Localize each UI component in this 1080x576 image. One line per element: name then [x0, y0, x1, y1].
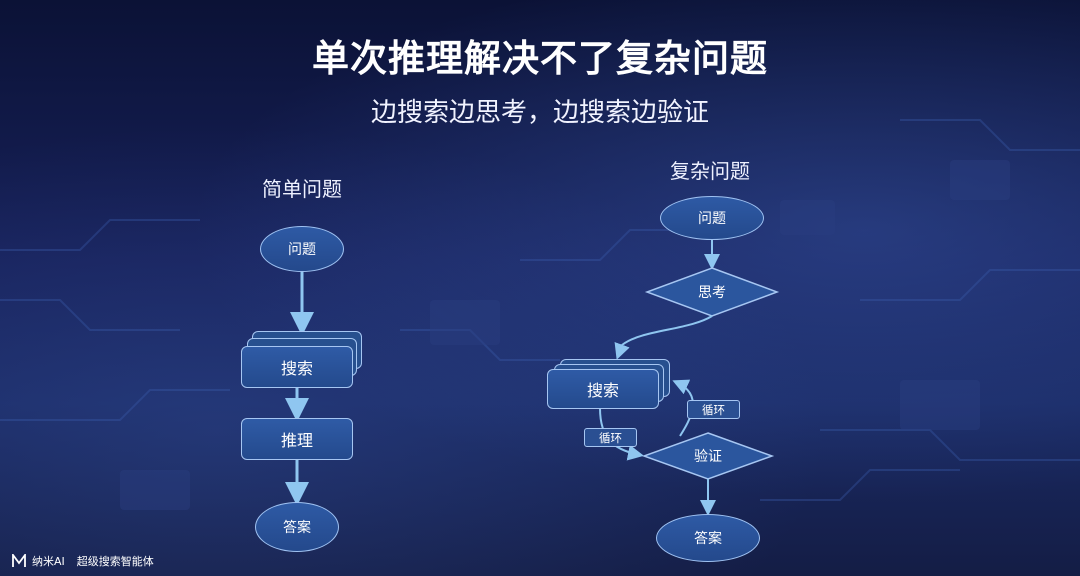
simple-problem-label: 简单问题: [262, 177, 342, 201]
page-subtitle: 边搜索边思考，边搜索边验证: [370, 98, 709, 128]
complex-question-node: 问题: [660, 196, 764, 240]
brand-name: 纳米AI: [32, 555, 65, 568]
complex-answer-node: 答案: [656, 514, 760, 562]
complex-verify-label: 验证: [694, 449, 722, 465]
simple-reasoning-node: 推理: [241, 418, 353, 460]
complex-problem-label: 复杂问题: [670, 159, 750, 183]
loop-tag-right: 循环: [687, 400, 740, 419]
brand-tagline: 超级搜索智能体: [76, 555, 154, 568]
simple-search-node: 搜索: [241, 346, 353, 388]
page-title: 单次推理解决不了复杂问题: [312, 37, 768, 80]
complex-think-label: 思考: [698, 285, 726, 301]
simple-question-node: 问题: [260, 226, 344, 272]
complex-search-node: 搜索: [547, 369, 659, 409]
loop-tag-left: 循环: [584, 428, 637, 447]
simple-answer-node: 答案: [255, 502, 339, 552]
arrow-think-to-search: [614, 315, 713, 360]
nami-logo-icon: [12, 554, 26, 567]
footer-brand: 纳米AI 超级搜索智能体: [12, 552, 154, 570]
